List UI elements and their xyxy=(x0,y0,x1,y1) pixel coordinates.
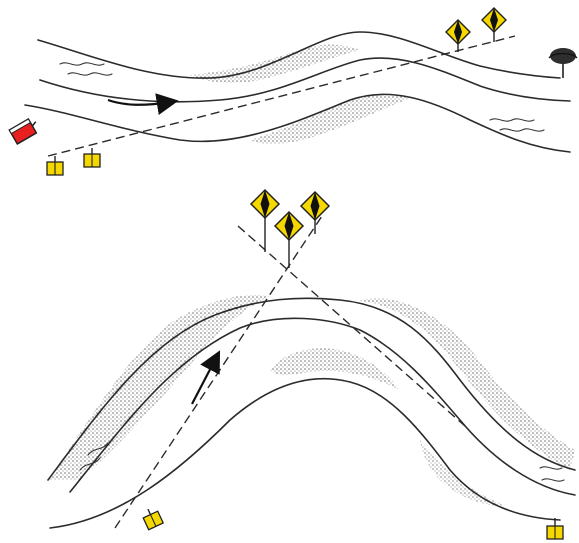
top-ripples-right xyxy=(490,119,544,131)
top-diamond-rear-icon xyxy=(482,8,506,42)
bottom-diamond-right-icon xyxy=(301,192,329,234)
top-shoal-lower xyxy=(250,94,410,144)
bottom-buoy-right-icon xyxy=(547,518,563,539)
bottom-ripples-right xyxy=(540,467,564,481)
top-buoy-left-icon xyxy=(47,156,63,175)
red-can-buoy-icon xyxy=(9,117,40,144)
top-buoy-right-icon xyxy=(84,148,100,167)
tree-icon xyxy=(549,48,577,78)
bottom-diamond-left-icon xyxy=(251,190,279,252)
top-panel xyxy=(9,8,577,175)
bottom-panel xyxy=(48,190,575,539)
bottom-shoal-lower-right xyxy=(420,440,505,506)
top-ripples-left xyxy=(60,63,112,75)
bottom-diamond-center-icon xyxy=(275,212,303,268)
top-diamond-front-icon xyxy=(446,20,470,52)
bottom-buoy-left-icon xyxy=(141,506,164,530)
